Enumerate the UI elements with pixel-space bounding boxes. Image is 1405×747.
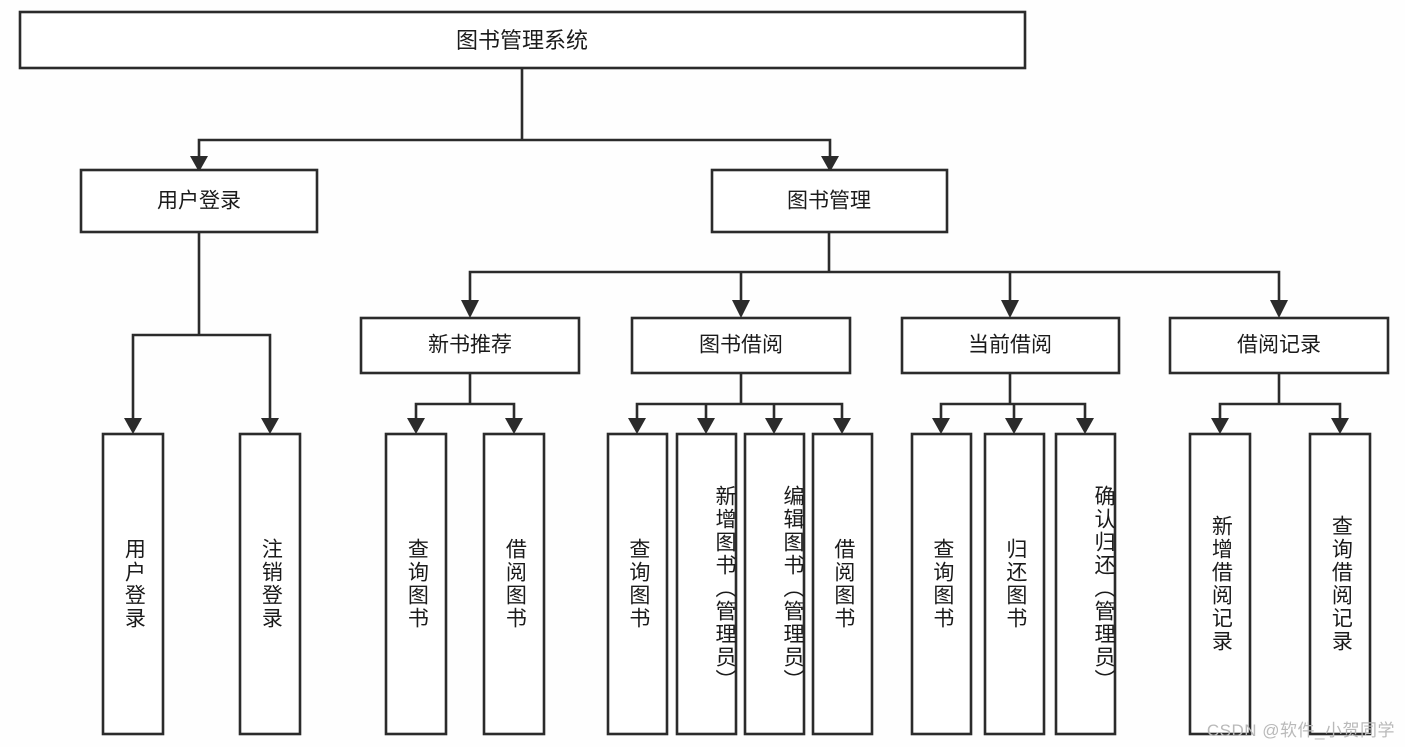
arrow-to-borrow-record	[1270, 300, 1288, 318]
leaf-query-record-box[interactable]	[1308, 432, 1372, 736]
node-current-borrow-label: 当前借阅	[968, 334, 1052, 357]
csdn-watermark: CSDN @软件_小贺同学	[1206, 721, 1395, 740]
arrow-to-leaf-borrow-book-rec	[505, 418, 523, 434]
leaf-box-layer	[101, 432, 1372, 736]
arrow-to-leaf-return-book	[1005, 418, 1023, 434]
arrow-to-leaf-query-book-borrow	[628, 418, 646, 434]
node-book-manage-box[interactable]	[710, 168, 949, 234]
arrow-to-leaf-confirm-return	[1076, 418, 1094, 434]
node-book-borrow-box[interactable]	[630, 316, 852, 375]
node-book-manage[interactable]: 图书管理	[710, 168, 949, 234]
leaf-query-book-rec-box[interactable]	[384, 432, 448, 736]
connector-borrowrecord-bus	[1218, 371, 1342, 424]
arrow-to-user-login	[190, 156, 208, 172]
arrow-to-leaf-user-login	[124, 418, 142, 434]
arrow-to-leaf-add-book	[697, 418, 715, 434]
arrow-to-leaf-borrow-book	[833, 418, 851, 434]
arrow-to-book-borrow	[732, 300, 750, 318]
connector-bookmanage-bus	[468, 230, 1281, 306]
leaf-add-book-box[interactable]	[675, 432, 738, 736]
leaf-add-record-box[interactable]	[1188, 432, 1252, 736]
node-user-login[interactable]: 用户登录	[79, 168, 319, 234]
node-user-login-box[interactable]	[79, 168, 319, 234]
node-borrow-record[interactable]: 借阅记录	[1168, 316, 1390, 375]
node-new-book-rec[interactable]: 新书推荐	[359, 316, 581, 375]
arrow-to-book-manage	[821, 156, 839, 172]
node-root-label: 图书管理系统	[456, 28, 588, 53]
connector-layer	[124, 66, 1349, 434]
node-new-book-rec-box[interactable]	[359, 316, 581, 375]
connector-userlogin-bus	[131, 230, 272, 424]
leaf-query-book-current-box[interactable]	[910, 432, 973, 736]
arrow-to-leaf-edit-book	[765, 418, 783, 434]
connector-newbookrec-bus	[414, 371, 516, 424]
leaf-query-book-borrow-box[interactable]	[606, 432, 669, 736]
connector-root-to-level2	[197, 66, 832, 162]
leaf-user-logout-box[interactable]	[238, 432, 302, 736]
node-current-borrow-box[interactable]	[900, 316, 1121, 375]
leaf-edit-book-box[interactable]	[743, 432, 806, 736]
leaf-borrow-book-rec-box[interactable]	[482, 432, 546, 736]
node-book-borrow[interactable]: 图书借阅	[630, 316, 852, 375]
node-current-borrow[interactable]: 当前借阅	[900, 316, 1121, 375]
arrow-to-current-borrow	[1001, 300, 1019, 318]
leaf-borrow-book-box[interactable]	[811, 432, 874, 736]
node-new-book-rec-label: 新书推荐	[428, 334, 512, 357]
connector-currentborrow-bus	[939, 371, 1087, 424]
leaf-confirm-return-box[interactable]	[1054, 432, 1117, 736]
leaf-return-book-box[interactable]	[983, 432, 1046, 736]
arrow-to-leaf-query-book-current	[932, 418, 950, 434]
arrow-to-leaf-query-book-rec	[407, 418, 425, 434]
node-root[interactable]: 图书管理系统	[18, 10, 1027, 70]
leaf-user-login-box[interactable]	[101, 432, 165, 736]
connector-bookborrow-bus	[635, 371, 844, 424]
arrow-to-leaf-add-record	[1211, 418, 1229, 434]
arrow-to-leaf-query-record	[1331, 418, 1349, 434]
node-borrow-record-box[interactable]	[1168, 316, 1390, 375]
node-book-manage-label: 图书管理	[787, 190, 871, 213]
arrow-to-new-book-rec	[461, 300, 479, 318]
node-root-box[interactable]	[18, 10, 1027, 70]
node-user-login-label: 用户登录	[157, 190, 241, 213]
arrow-to-leaf-user-logout	[261, 418, 279, 434]
node-borrow-record-label: 借阅记录	[1237, 334, 1321, 357]
node-book-borrow-label: 图书借阅	[699, 334, 783, 357]
